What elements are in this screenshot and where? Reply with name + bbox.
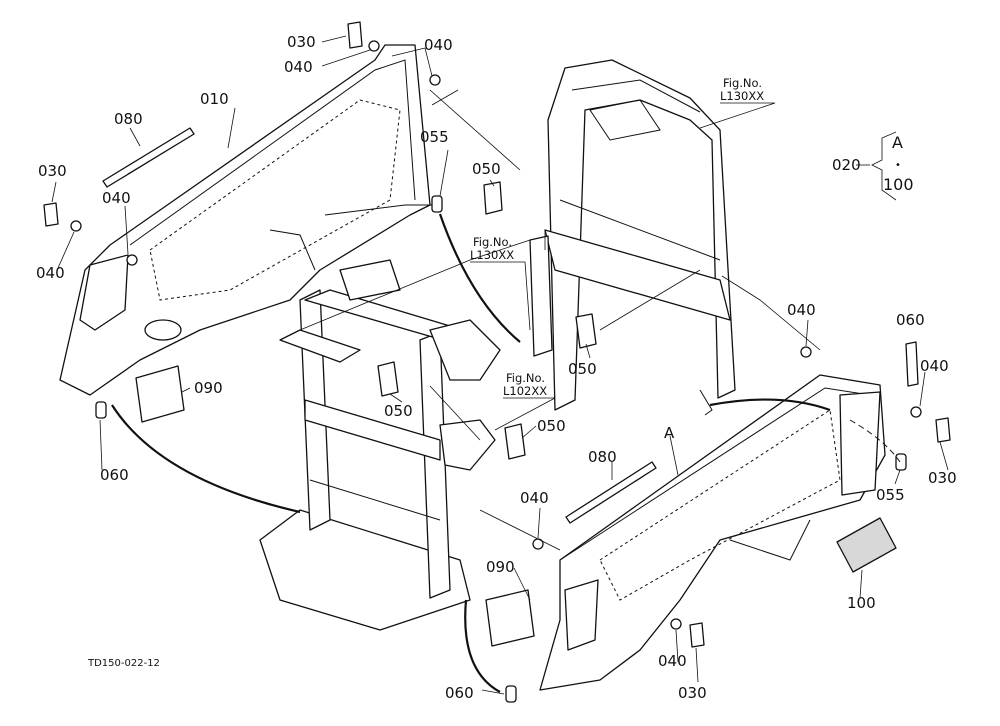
- label-055: 050: [568, 360, 597, 378]
- pin-060-d: [505, 685, 517, 703]
- label-030: 030: [678, 684, 707, 702]
- label-040: 040: [658, 652, 687, 670]
- label-030: 030: [38, 162, 67, 180]
- label-060: 055: [420, 128, 449, 146]
- latch-050-a: [377, 361, 399, 397]
- decal-100: [836, 517, 897, 573]
- washer-040-a: [368, 40, 380, 52]
- fig-ref-3-line1: Fig.No.: [506, 371, 545, 385]
- label-050-visible-right: 050: [537, 417, 566, 435]
- fig-ref-3-underline: [494, 397, 556, 431]
- arrow-rear-frame: [709, 398, 831, 412]
- label-040: 040: [520, 489, 549, 507]
- leader-lines: [51, 35, 949, 695]
- kit-bracket-dot: •: [895, 160, 901, 171]
- rear-frame: [529, 59, 736, 416]
- washer-040-d: [126, 254, 138, 266]
- bolt-030-c: [935, 417, 951, 443]
- label-060: 060: [100, 466, 129, 484]
- part-labels: 030 040 040 010 080 030 040 040 055 050 …: [36, 33, 957, 702]
- fig-ref-2-line1: Fig.No.: [473, 235, 512, 249]
- latch-050-b: [504, 423, 526, 460]
- pin-060-a: [431, 195, 443, 213]
- arrow-left-cover: [111, 404, 301, 514]
- label-020: 020: [832, 156, 861, 174]
- fig-ref-2-line2: L130XX: [470, 248, 514, 262]
- left-side-cover: [59, 44, 435, 396]
- kit-bracket-top: A: [892, 133, 903, 152]
- kit-bracket-bottom: 100: [883, 175, 914, 194]
- label-080: 080: [588, 448, 617, 466]
- pin-060-b: [95, 401, 107, 419]
- label-030: 030: [287, 33, 316, 51]
- latch-055-b: [575, 313, 597, 349]
- plate-070: [905, 341, 919, 387]
- label-A: A: [664, 424, 675, 442]
- label-010: 010: [200, 90, 229, 108]
- latch-055-a: [483, 181, 503, 215]
- label-040: 040: [787, 301, 816, 319]
- kit-bracket: [871, 131, 897, 201]
- fig-ref-2-underline: [470, 261, 531, 331]
- bolt-030-d: [689, 622, 705, 648]
- label-050-visible-left: 050: [384, 402, 413, 420]
- bolt-030-b: [43, 202, 59, 227]
- rod-080-left: [102, 127, 195, 188]
- label-060: 060: [445, 684, 474, 702]
- dashed-pin-path: [849, 419, 901, 463]
- label-040: 040: [424, 36, 453, 54]
- label-040: 040: [920, 357, 949, 375]
- arrow-upper-pin: [438, 213, 521, 343]
- seat-base-frame: [259, 259, 501, 631]
- label-030: 030: [928, 469, 957, 487]
- rod-080-right: [565, 461, 657, 524]
- fig-ref-3-line2: L102XX: [503, 384, 547, 398]
- label-070: 060: [896, 311, 925, 329]
- bolt-030-a: [347, 21, 363, 49]
- label-040: 040: [284, 58, 313, 76]
- label-080: 080: [114, 110, 143, 128]
- fig-ref-1-line1: Fig.No.: [723, 76, 762, 90]
- washer-040-f: [910, 406, 922, 418]
- washer-040-h: [670, 618, 682, 630]
- right-side-cover: [539, 374, 886, 691]
- washer-040-e: [800, 346, 812, 358]
- drawing-code: TD150-022-12: [87, 658, 160, 669]
- pad-090-right: [485, 589, 535, 647]
- label-090: 090: [486, 558, 515, 576]
- label-100: 100: [847, 594, 876, 612]
- label-055: 050: [472, 160, 501, 178]
- fig-ref-1-line2: L130XX: [720, 89, 764, 103]
- label-090: 090: [194, 379, 223, 397]
- label-040: 040: [102, 189, 131, 207]
- washer-040-b: [429, 74, 441, 86]
- pad-090-left: [135, 365, 185, 423]
- washer-040-c: [70, 220, 82, 232]
- arrow-lower-right: [464, 599, 501, 693]
- pin-060-c: [895, 453, 907, 471]
- label-060: 055: [876, 486, 905, 504]
- label-040: 040: [36, 264, 65, 282]
- fig-ref-1-underline: [699, 102, 776, 129]
